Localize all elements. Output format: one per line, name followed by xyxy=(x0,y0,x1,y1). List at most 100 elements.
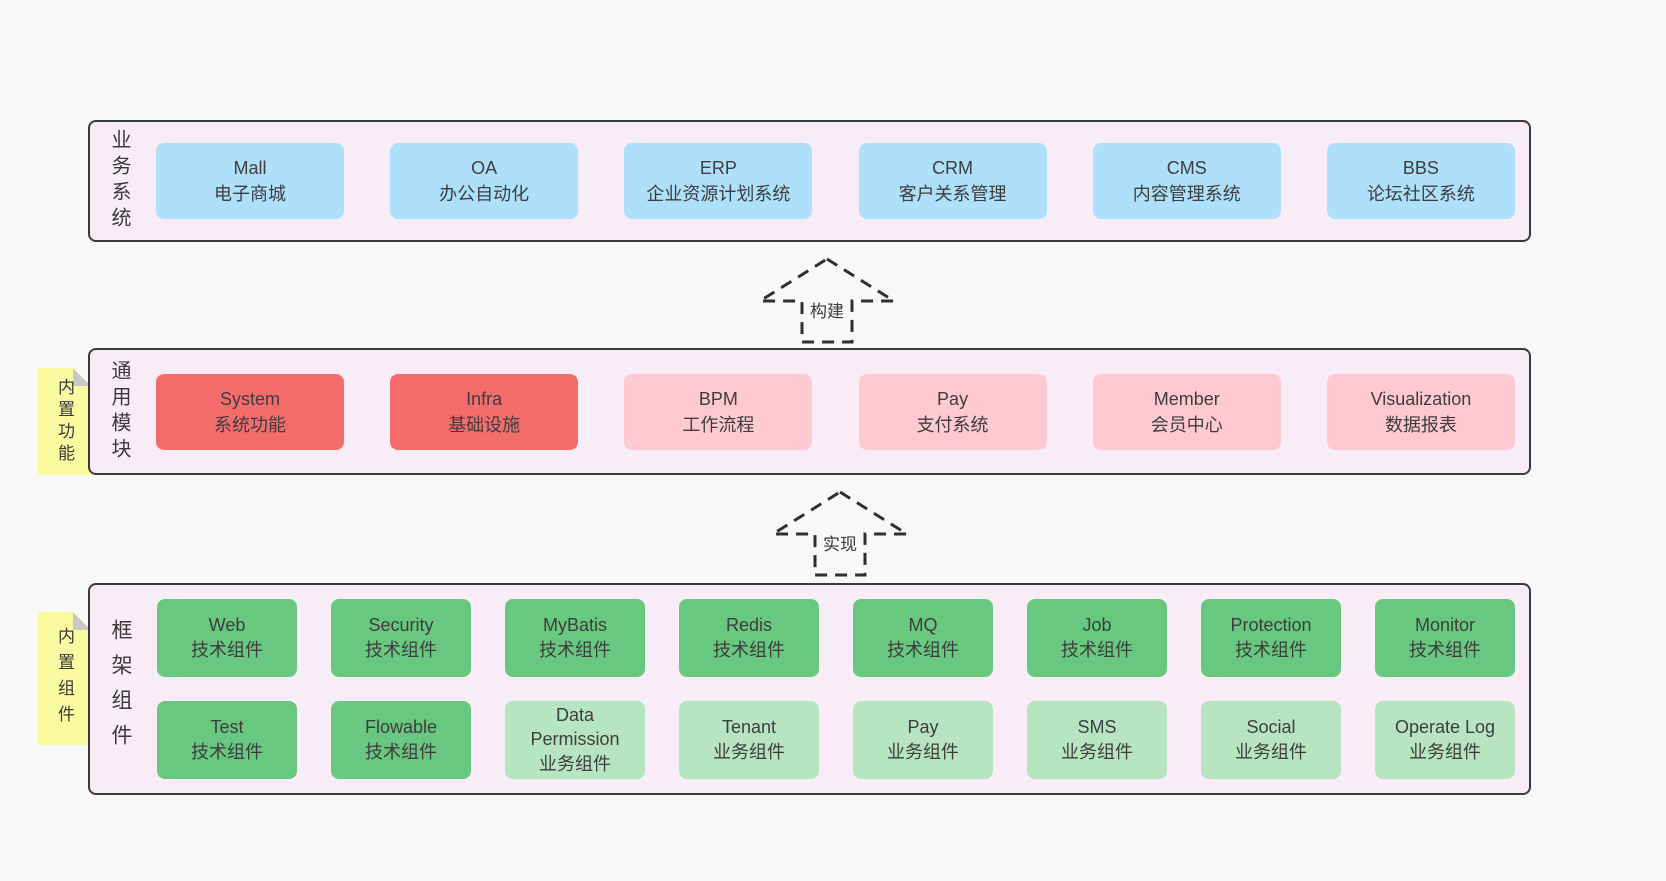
box-monitor: Monitor 技术组件 xyxy=(1375,599,1515,677)
box-visualization: Visualization 数据报表 xyxy=(1326,373,1515,450)
box-system-name: System xyxy=(219,388,280,409)
box-tenant-name: Tenant xyxy=(721,717,777,737)
box-tenant-desc: 业务组件 xyxy=(713,742,785,762)
box-oa-desc: 办公自动化 xyxy=(439,184,530,204)
box-mybatis-name: MyBatis xyxy=(542,615,607,635)
box-sms-name: SMS xyxy=(1077,717,1117,737)
box-job: Job 技术组件 xyxy=(1027,599,1167,677)
box-mybatis-desc: 技术组件 xyxy=(539,640,611,660)
box-flowable-name: Flowable xyxy=(364,717,438,737)
box-mall-desc: 电子商城 xyxy=(214,184,286,204)
box-flowable-desc: 技术组件 xyxy=(365,742,437,762)
box-social-name: Social xyxy=(1246,717,1296,737)
box-bpm: BPM 工作流程 xyxy=(624,373,813,450)
box-social: Social 业务组件 xyxy=(1201,701,1341,779)
box-bpm-name: BPM xyxy=(698,388,738,409)
box-system-desc: 系统功能 xyxy=(214,414,286,435)
box-monitor-desc: 技术组件 xyxy=(1409,640,1481,660)
box-sms: SMS 业务组件 xyxy=(1027,701,1167,779)
framework-row-2: Test 技术组件 Flowable 技术组件 Data Permission … xyxy=(157,701,1515,779)
builtin-components-tag-label: 内置组件 xyxy=(55,626,74,731)
box-mq-desc: 技术组件 xyxy=(887,640,959,660)
box-cms: CMS 内容管理系统 xyxy=(1092,143,1281,219)
box-job-name: Job xyxy=(1082,615,1112,635)
box-security-name: Security xyxy=(368,615,434,635)
box-erp: ERP 企业资源计划系统 xyxy=(624,143,813,219)
box-social-desc: 业务组件 xyxy=(1235,742,1307,762)
box-bbs-desc: 论坛社区系统 xyxy=(1366,184,1475,204)
box-test-name: Test xyxy=(210,717,244,737)
box-mall: Mall 电子商城 xyxy=(156,143,344,219)
box-system: System 系统功能 xyxy=(156,373,344,450)
box-protection-name: Protection xyxy=(1230,615,1312,635)
implement-arrow-label: 实现 xyxy=(820,529,860,556)
module-boxes: System 系统功能 Infra 基础设施 BPM 工作流程 Pay 支付系统… xyxy=(134,350,1529,473)
box-protection: Protection 技术组件 xyxy=(1201,599,1341,677)
box-crm-name: CRM xyxy=(932,158,974,178)
box-visualization-name: Visualization xyxy=(1370,388,1472,409)
box-bbs: BBS 论坛社区系统 xyxy=(1326,143,1515,219)
box-test-desc: 技术组件 xyxy=(191,742,263,762)
build-arrow: 构建 xyxy=(757,256,897,344)
box-job-desc: 技术组件 xyxy=(1061,640,1133,660)
builtin-features-tag-label: 内置功能 xyxy=(55,377,74,466)
box-data-permission-desc: 业务组件 xyxy=(539,754,611,774)
up-arrow-icon xyxy=(770,490,910,577)
box-oa: OA 办公自动化 xyxy=(390,143,579,219)
box-pay-component: Pay 业务组件 xyxy=(853,701,993,779)
section-common-modules: 通用模块 System 系统功能 Infra 基础设施 BPM 工作流程 Pay… xyxy=(88,348,1531,475)
builtin-components-tag: 内置组件 xyxy=(38,612,91,745)
box-tenant: Tenant 业务组件 xyxy=(679,701,819,779)
section-modules-label: 通用模块 xyxy=(108,359,130,464)
box-operate-log-desc: 业务组件 xyxy=(1409,742,1481,762)
box-web-desc: 技术组件 xyxy=(191,640,263,660)
box-mybatis: MyBatis 技术组件 xyxy=(505,599,645,677)
build-arrow-label: 构建 xyxy=(807,296,847,323)
box-bbs-name: BBS xyxy=(1402,158,1439,178)
box-data-permission-name: Data Permission xyxy=(530,705,620,749)
box-infra-name: Infra xyxy=(466,388,503,409)
box-test: Test 技术组件 xyxy=(157,701,297,779)
box-web: Web 技术组件 xyxy=(157,599,297,677)
box-mq: MQ 技术组件 xyxy=(853,599,993,677)
box-mall-name: Mall xyxy=(233,158,267,178)
section-framework-label: 框架组件 xyxy=(109,619,132,759)
box-crm: CRM 客户关系管理 xyxy=(858,143,1047,219)
section-business-label: 业务系统 xyxy=(108,129,130,233)
framework-row-1: Web 技术组件 Security 技术组件 MyBatis 技术组件 Redi… xyxy=(157,599,1515,677)
box-member-name: Member xyxy=(1153,388,1220,409)
box-pay-component-name: Pay xyxy=(907,717,939,737)
box-cms-desc: 内容管理系统 xyxy=(1132,184,1241,204)
box-infra: Infra 基础设施 xyxy=(390,373,579,450)
box-crm-desc: 客户关系管理 xyxy=(898,184,1007,204)
business-boxes: Mall 电子商城 OA 办公自动化 ERP 企业资源计划系统 CRM 客户关系… xyxy=(134,122,1529,240)
implement-arrow: 实现 xyxy=(770,489,910,577)
box-oa-name: OA xyxy=(471,158,498,178)
box-flowable: Flowable 技术组件 xyxy=(331,701,471,779)
builtin-features-tag: 内置功能 xyxy=(38,368,91,475)
box-security-desc: 技术组件 xyxy=(365,640,437,660)
box-visualization-desc: 数据报表 xyxy=(1384,414,1457,435)
box-erp-name: ERP xyxy=(699,158,737,178)
box-bpm-desc: 工作流程 xyxy=(682,414,755,435)
box-operate-log: Operate Log 业务组件 xyxy=(1375,701,1515,779)
box-redis-desc: 技术组件 xyxy=(713,640,785,660)
box-sms-desc: 业务组件 xyxy=(1061,742,1133,762)
box-pay-module-desc: 支付系统 xyxy=(916,414,989,435)
box-pay-module-name: Pay xyxy=(937,388,969,409)
box-infra-desc: 基础设施 xyxy=(448,414,521,435)
section-framework-components: 框架组件 Web 技术组件 Security 技术组件 MyBatis 技术组件… xyxy=(88,583,1531,795)
box-web-name: Web xyxy=(208,615,246,635)
box-monitor-name: Monitor xyxy=(1414,615,1476,635)
up-arrow-icon xyxy=(757,257,897,344)
box-operate-log-name: Operate Log xyxy=(1394,717,1496,737)
box-redis: Redis 技术组件 xyxy=(679,599,819,677)
box-member: Member 会员中心 xyxy=(1092,373,1281,450)
box-cms-name: CMS xyxy=(1166,158,1207,178)
box-redis-name: Redis xyxy=(725,615,773,635)
box-protection-desc: 技术组件 xyxy=(1235,640,1307,660)
framework-boxes: Web 技术组件 Security 技术组件 MyBatis 技术组件 Redi… xyxy=(135,585,1529,793)
box-erp-desc: 企业资源计划系统 xyxy=(646,184,791,204)
box-member-desc: 会员中心 xyxy=(1150,414,1223,435)
